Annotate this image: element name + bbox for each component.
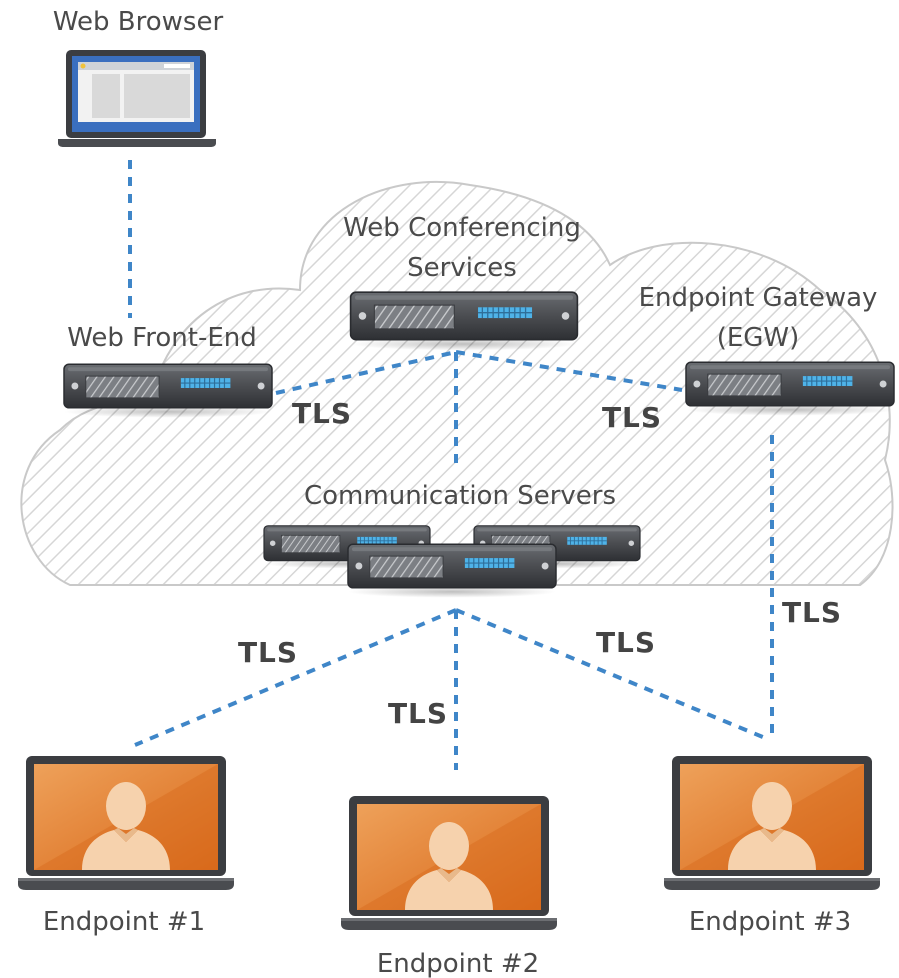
- link-front-end-conferencing: [275, 350, 457, 395]
- server-icon: [685, 361, 895, 417]
- links: [128, 160, 774, 770]
- endpoint-gateway-node: Endpoint Gateway (EGW): [639, 283, 895, 417]
- endpoint-1-label: Endpoint #1: [43, 907, 205, 937]
- server-icon: [63, 363, 273, 419]
- laptop-browser-icon: [58, 50, 216, 147]
- web-front-end-label: Web Front-End: [67, 323, 257, 353]
- link-comm-endpoint-3: [455, 608, 771, 742]
- web-conferencing-node: Web Conferencing Services: [343, 213, 581, 352]
- communication-servers-node: Communication Servers: [263, 481, 641, 599]
- web-browser-node: Web Browser: [53, 7, 224, 147]
- tls-label-endpoint-1: TLS: [238, 636, 298, 669]
- communication-servers-label: Communication Servers: [304, 481, 616, 511]
- web-conferencing-label-line2: Services: [407, 253, 517, 283]
- web-conferencing-label-line1: Web Conferencing: [343, 213, 581, 243]
- tls-label-endpoint-2: TLS: [388, 697, 448, 730]
- laptop-user-icon: [18, 756, 234, 890]
- endpoint-gateway-label-line1: Endpoint Gateway: [639, 283, 878, 313]
- web-browser-label: Web Browser: [53, 7, 224, 37]
- tls-label-endpoint-3: TLS: [596, 626, 656, 659]
- tls-label-gateway: TLS: [602, 401, 662, 434]
- tls-label-gateway-endpoint-3: TLS: [782, 596, 842, 629]
- server-icon: [349, 291, 579, 352]
- link-comm-endpoint-1: [134, 608, 457, 747]
- endpoint-3-label: Endpoint #3: [689, 907, 851, 937]
- laptop-user-icon: [664, 756, 880, 890]
- endpoint-3-node: Endpoint #3: [664, 756, 880, 937]
- endpoint-2-label: Endpoint #2: [377, 949, 539, 978]
- endpoint-1-node: Endpoint #1: [18, 756, 234, 937]
- link-conferencing-gateway: [455, 350, 683, 392]
- tls-label-front-end: TLS: [292, 397, 352, 430]
- endpoint-2-node: Endpoint #2: [341, 796, 557, 978]
- web-front-end-node: Web Front-End: [63, 323, 273, 419]
- laptop-user-icon: [341, 796, 557, 930]
- endpoint-gateway-label-line2: (EGW): [717, 323, 800, 353]
